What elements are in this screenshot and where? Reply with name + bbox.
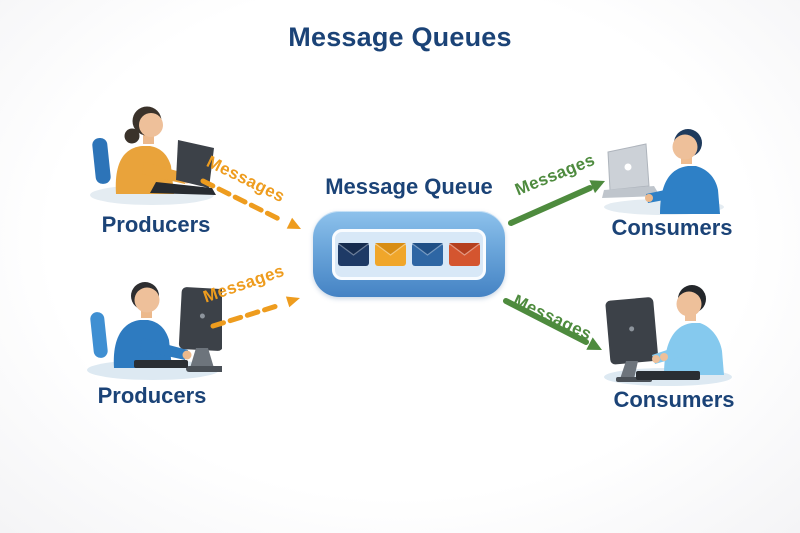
neck: [143, 132, 154, 144]
consumer-1-label: Consumers: [611, 215, 733, 240]
producer-1-person-illustration: [90, 106, 216, 205]
producer-1-to-queue-arrow: [200, 178, 301, 229]
monitor: [605, 297, 659, 365]
keyboard: [134, 360, 188, 368]
arrowhead: [286, 217, 301, 229]
consumer-2-label: Consumers: [613, 387, 735, 412]
producer-1-label: Producers: [101, 212, 211, 237]
envelope-red-icon: [449, 243, 480, 266]
torso: [660, 166, 720, 214]
arrowhead: [589, 180, 605, 194]
hair-bun: [124, 128, 140, 144]
hand: [645, 194, 653, 202]
envelope-blue-icon: [412, 243, 443, 266]
queue-to-consumer-1-arrow: [508, 180, 605, 226]
queue-to-consumer-2-arrow: [503, 298, 602, 350]
producer-2-to-queue-arrow: [210, 296, 300, 329]
laptop-base: [150, 182, 216, 195]
torso: [664, 323, 724, 375]
head: [676, 291, 702, 317]
chair: [90, 312, 108, 358]
envelope-navy-icon: [338, 243, 369, 266]
envelope-gold-icon: [375, 243, 406, 266]
arm: [646, 186, 686, 203]
hand: [652, 355, 660, 363]
queue-inner-panel: [332, 229, 486, 280]
head: [672, 134, 698, 160]
monitor: [178, 287, 222, 351]
arm: [140, 338, 188, 360]
hand: [182, 350, 192, 360]
laptop-screen: [176, 140, 214, 188]
arrowhead: [285, 296, 300, 308]
arrowhead: [586, 337, 602, 350]
hand: [660, 353, 668, 361]
producer-2-label: Producers: [97, 383, 207, 408]
consumer-2-person-illustration: [604, 285, 732, 386]
head: [134, 287, 160, 313]
head: [139, 113, 163, 137]
diagram-title: Message Queues: [288, 22, 512, 52]
consumer-1-person-illustration: [602, 129, 724, 215]
monitor-stand: [190, 348, 214, 368]
monitor-base: [186, 366, 222, 372]
laptop-base: [602, 186, 660, 198]
message-queue-box: [313, 211, 505, 297]
chair: [92, 137, 111, 184]
producer-2-person-illustration: [87, 282, 222, 380]
queue-title: Message Queue: [325, 174, 493, 199]
monitor-stand: [620, 361, 638, 379]
keyboard: [636, 371, 700, 380]
laptop-logo: [624, 163, 632, 171]
